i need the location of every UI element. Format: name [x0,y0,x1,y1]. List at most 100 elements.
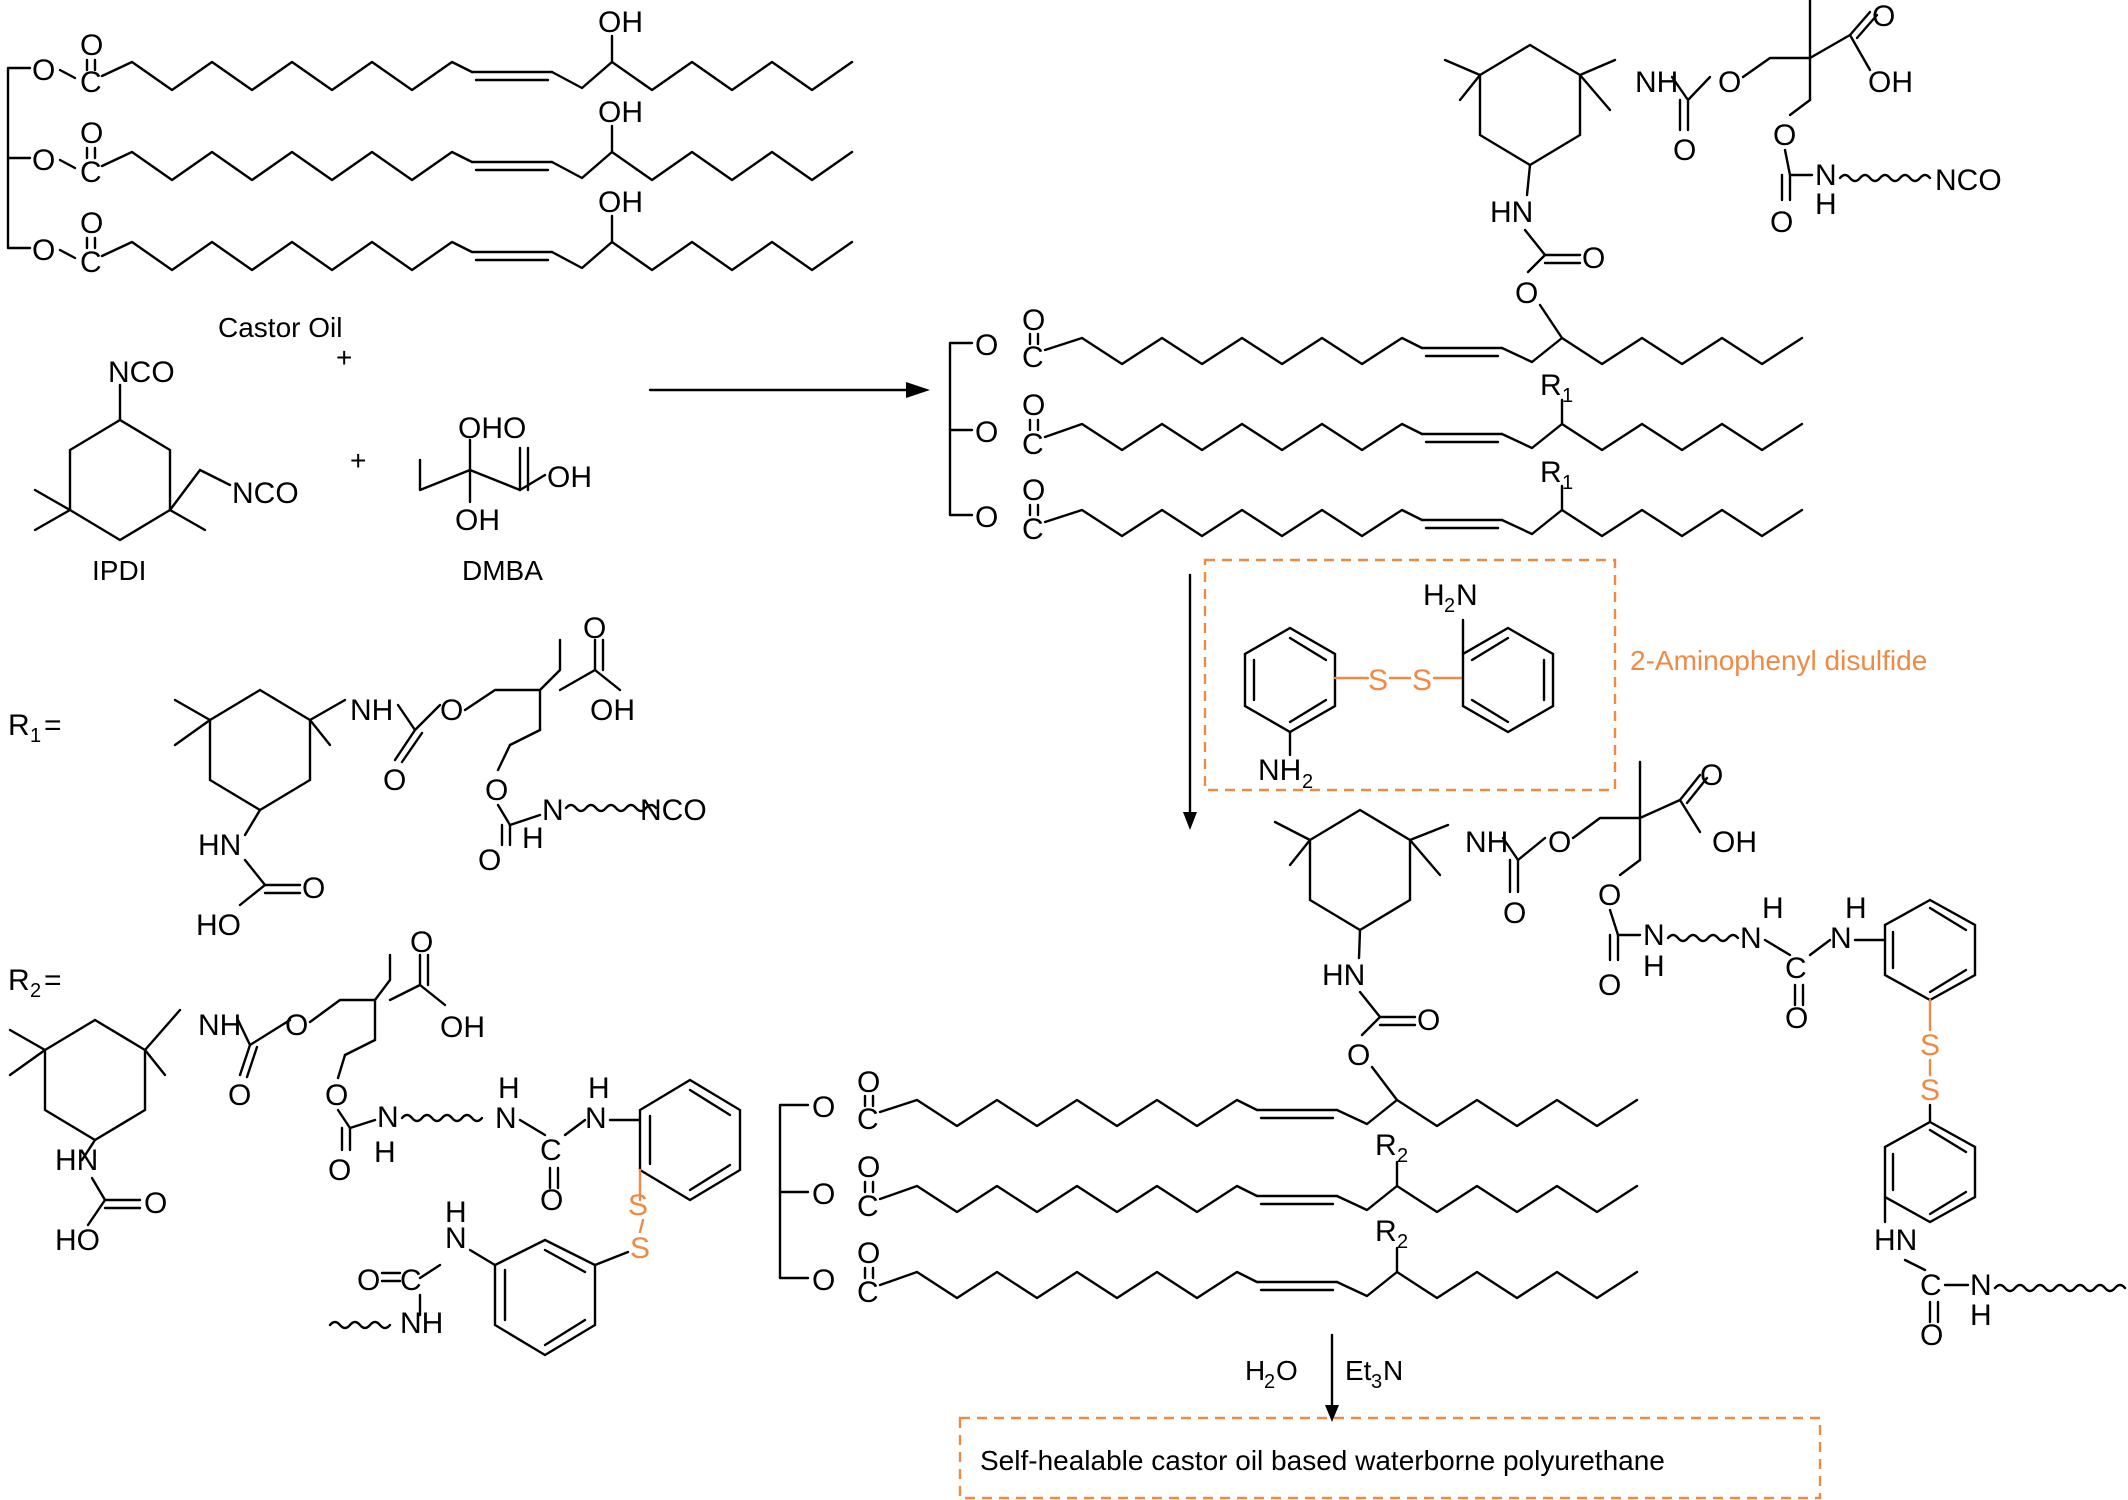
dmba-structure: OHO OH OH DMBA [418,412,592,586]
int-top-link-h: H [1815,188,1837,221]
r2-urethane-o: O [228,1079,251,1112]
intermediate-structure: O O O C O C O C O R 1 R 1 O O HN [948,0,2002,546]
int-r1-sub-3: 1 [1562,472,1573,494]
r1-link-carbonyl-o: O [478,844,501,877]
fin-top-lower-h: H [1970,1299,1992,1332]
int-carbonyl-c-2: C [1022,428,1044,461]
int-top-link-o: O [1773,119,1796,152]
r2-lower-n: N [445,1222,467,1255]
r2-definition: R 2 = NH HN O HO O O O OH O O N H N H C [8,926,742,1357]
carbonyl-oxygen-3: O [80,207,103,240]
fin-r2-sub-3: 2 [1397,1231,1408,1253]
int-top-acid-o: O [1872,0,1895,33]
ipdi-nco-2: NCO [232,477,299,510]
r2-subscript: 2 [30,980,41,1002]
int-top-nco: NCO [1935,164,2002,197]
r2-lower-c: C [400,1264,422,1297]
r1-symbol: R [8,709,30,742]
r2-urea-n2: N [585,1102,607,1135]
int-top-carbamate-o: O [1582,242,1605,275]
fin-top-nh: NH [1465,826,1508,859]
r1-link-h: H [522,822,544,855]
fin-carbonyl-o-1: O [857,1066,880,1099]
fin-top-urea-h1: H [1762,892,1784,925]
fin-carbonyl-o-3: O [857,1237,880,1270]
r2-nh: NH [198,1009,241,1042]
r1-nh: NH [350,694,393,727]
r1-urethane-o: O [383,764,406,797]
ipdi-structure: NCO NCO IPDI [33,356,299,586]
reaction-arrow-3: H 2 O Et 3 N [1245,1333,1403,1422]
aminophenyl-disulfide-box: S S H 2 N NH 2 2-Aminophenyl disulfide [1203,558,1927,793]
r2-ho: HO [55,1224,100,1257]
int-carbonyl-c-3: C [1022,513,1044,546]
r2-urea-h2: H [588,1072,610,1105]
hydroxyl-3: OH [598,186,643,219]
ester-oxygen-2: O [32,144,55,177]
plus-sign-1: + [336,342,352,373]
fin-carbonyl-c-3: C [857,1276,879,1309]
fin-top-lower-c: C [1920,1269,1942,1302]
fin-top-acid-o: O [1700,759,1723,792]
disulfide-nh2-sub: 2 [1302,771,1313,793]
r2-link-o: O [325,1079,348,1112]
hydroxyl-2: OH [598,96,643,129]
disulfide-h2n-h: H [1423,579,1445,612]
fin-carbonyl-c-2: C [857,1190,879,1223]
fin-top-lower-n: N [1970,1269,1992,1302]
castor-oil-structure: O O O C O C O C O OH OH OH Castor Oil + [6,6,854,373]
carbonyl-oxygen-2: O [80,117,103,150]
carbonyl-carbon-1: C [80,66,102,99]
fin-top-lower-hn: HN [1874,1224,1917,1257]
fin-top-urethane-o: O [1503,897,1526,930]
r2-ester-o: O [285,1009,308,1042]
r2-sulfur-1: S [628,1189,648,1222]
ipdi-label: IPDI [92,555,146,586]
disulfide-nh2-nh: NH [1258,754,1301,787]
fin-carbonyl-c-1: C [857,1103,879,1136]
castor-oil-label: Castor Oil [218,312,342,343]
fin-top-o: O [1347,1039,1370,1072]
carbonyl-carbon-3: C [80,246,102,279]
r2-urea-o: O [540,1184,563,1217]
int-carbonyl-o-3: O [1022,474,1045,507]
disulfide-s2: S [1412,664,1432,697]
dmba-ohho: OHO [458,412,526,445]
reaction-arrow-2 [1183,573,1197,830]
r1-subscript: 1 [30,725,41,747]
fin-r2-symbol-2: R [1375,1129,1397,1162]
int-ester-o-2: O [975,416,998,449]
r1-link-n: N [542,794,564,827]
r1-ester-o: O [440,694,463,727]
fin-top-link-h: H [1643,950,1665,983]
r2-lower-o: O [357,1264,380,1297]
fin-top-urea-c: C [1785,952,1807,985]
r2-equals: = [44,964,62,997]
aminophenyl-disulfide-label: 2-Aminophenyl disulfide [1630,645,1927,676]
fin-top-hn: HN [1322,959,1365,992]
fin-r2-symbol-3: R [1375,1215,1397,1248]
dmba-acid-oh: OH [547,461,592,494]
condition-et3n-n: N [1383,1355,1403,1386]
ester-oxygen-1: O [32,54,55,87]
r2-lower-nh: NH [400,1307,443,1340]
int-carbonyl-c-1: C [1022,341,1044,374]
r2-link-carbonyl-o: O [328,1154,351,1187]
carbonyl-oxygen-1: O [80,29,103,62]
hydroxyl-1: OH [598,6,643,39]
ester-oxygen-3: O [32,234,55,267]
product-label: Self-healable castor oil based waterborn… [980,1445,1665,1476]
disulfide-h2n-sub: 2 [1444,595,1455,617]
fin-top-acid-oh: OH [1712,826,1757,859]
fin-top-ester-o: O [1548,826,1571,859]
int-ester-o-3: O [975,501,998,534]
int-r1-symbol-2: R [1540,369,1562,402]
fin-top-urea-o: O [1785,1002,1808,1035]
int-carbonyl-o-2: O [1022,389,1045,422]
r2-sulfur-2: S [630,1232,650,1265]
r2-link-h: H [374,1136,396,1169]
int-top-acid-oh: OH [1868,66,1913,99]
condition-h2o-h: H [1245,1355,1265,1386]
fin-top-sulfur-2: S [1920,1074,1940,1107]
